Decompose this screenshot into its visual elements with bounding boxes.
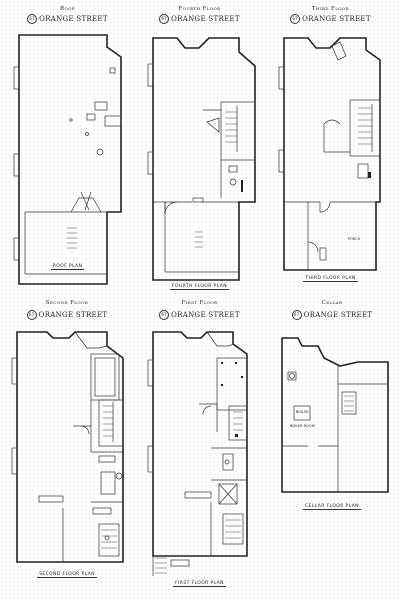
floor-heading: Second Floor: [45, 300, 89, 306]
floor-heading: Fourth Floor: [178, 6, 221, 12]
third-floor-plan-drawing: PORCH: [278, 37, 381, 271]
plan-label: FOURTH FLOOR PLAN: [170, 284, 229, 290]
room-label-porch: PORCH: [348, 237, 361, 241]
second-floor-plan-drawing: [11, 331, 124, 563]
house-number: 67: [291, 310, 302, 320]
street-name: ORANGE STREET: [302, 15, 371, 23]
street-name: ORANGE STREET: [39, 15, 108, 23]
plan-label: ROOF PLAN: [50, 264, 85, 270]
plan-label: FIRST FLOOR PLAN: [173, 581, 226, 587]
room-label-boiler-room: BOILER ROOM: [290, 424, 315, 428]
house-number: 67: [26, 310, 37, 320]
floor-heading: First Floor: [181, 300, 218, 306]
house-number: 67: [27, 14, 38, 24]
floor-heading: Roof: [59, 6, 76, 12]
house-number: 67: [290, 14, 301, 24]
street-name: ORANGE STREET: [303, 311, 373, 319]
floor-heading: Third Floor: [311, 6, 350, 12]
plan-label: CELLAR FLOOR PLAN: [303, 504, 361, 510]
street-name: ORANGE STREET: [171, 15, 240, 23]
fourth-floor-plan-drawing: [147, 37, 256, 281]
room-label-boiler: BOILER: [296, 410, 309, 414]
plan-label: SECOND FLOOR PLAN: [37, 572, 97, 578]
street-name: ORANGE STREET: [171, 311, 240, 319]
first-floor-plan-drawing: [147, 331, 248, 576]
cellar-plan-drawing: BOILER BOILER ROOM: [281, 337, 389, 493]
house-number: 67: [159, 310, 170, 320]
roof-plan-drawing: [13, 34, 122, 285]
plan-label: THIRD FLOOR PLAN: [303, 276, 358, 282]
street-name: ORANGE STREET: [38, 311, 108, 319]
floor-heading: Cellar: [321, 300, 343, 306]
house-number: 67: [159, 14, 170, 24]
